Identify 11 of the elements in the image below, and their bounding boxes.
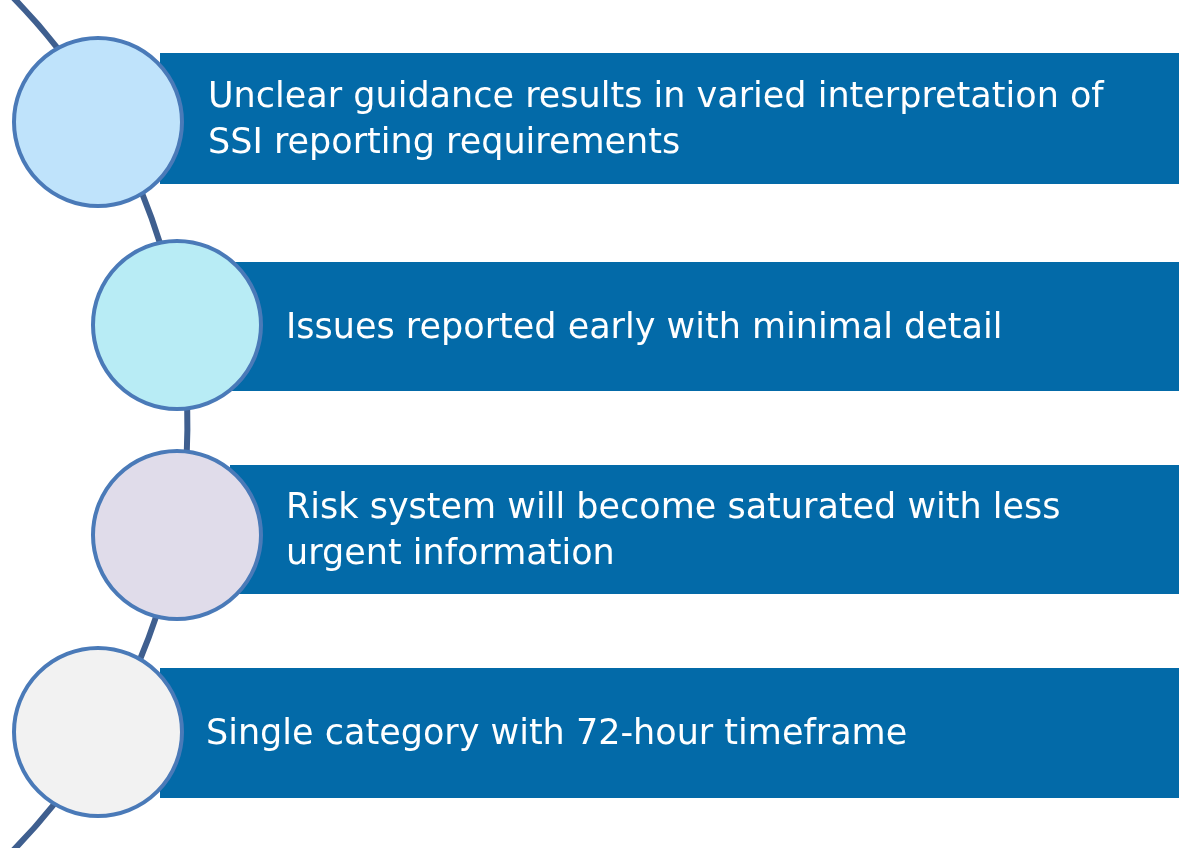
connector-line: [137, 615, 159, 661]
banner-text: Risk system will become saturated with less urgent information: [286, 485, 1062, 574]
text-banner: [230, 262, 1179, 391]
text-banner: [160, 668, 1179, 798]
banner-text: Issues reported early with minimal detail: [286, 304, 1003, 348]
connector-line: [139, 192, 163, 244]
text-banner: [230, 465, 1179, 594]
connector-line: [183, 408, 191, 452]
banner-text: Unclear guidance results in varied interpretation of SSI reporting requirements: [208, 74, 1106, 163]
banner-text: Single category with 72-hour timeframe: [206, 711, 908, 755]
text-banner: [160, 53, 1179, 184]
